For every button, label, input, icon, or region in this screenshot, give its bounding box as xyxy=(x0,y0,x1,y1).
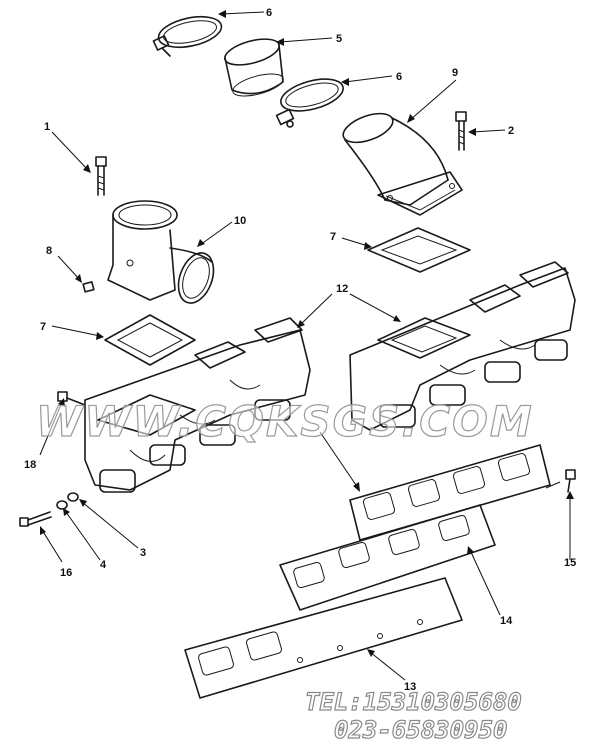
callout-16: 16 xyxy=(60,567,72,579)
callout-1: 1 xyxy=(44,121,50,133)
part-nut xyxy=(67,492,79,502)
part-gasket-strip-upper xyxy=(349,444,551,541)
callout-10: 10 xyxy=(234,215,246,227)
part-bolt-bottom-left xyxy=(19,511,52,527)
part-gasket-plate xyxy=(279,504,496,611)
part-screw-right xyxy=(565,469,576,493)
part-elbow-pipe xyxy=(342,112,463,216)
part-clamp-lower xyxy=(275,78,344,128)
part-clamp-upper xyxy=(152,15,223,57)
callout-6-upper: 6 xyxy=(266,7,272,19)
part-manifold-left xyxy=(84,317,311,493)
part-manifold-right xyxy=(349,261,576,431)
callout-4: 4 xyxy=(100,559,107,571)
callout-7-right: 7 xyxy=(330,231,336,243)
callout-3: 3 xyxy=(140,547,146,559)
watermark-text: WWW.CQKSGS.COM xyxy=(36,397,534,446)
contact-tel: TEL:15310305680 xyxy=(305,688,522,716)
callout-13: 13 xyxy=(404,681,416,693)
part-tee-outlet xyxy=(107,200,215,304)
callout-2: 2 xyxy=(508,125,514,137)
part-gasket-left xyxy=(104,314,196,366)
part-gasket-right xyxy=(367,227,471,273)
part-sleeve xyxy=(224,38,284,97)
callout-12: 12 xyxy=(336,283,348,295)
callout-14: 14 xyxy=(500,615,513,627)
callout-9: 9 xyxy=(452,67,458,79)
leader-lines xyxy=(39,10,574,681)
callout-5: 5 xyxy=(336,33,342,45)
part-bolt-left xyxy=(95,156,107,196)
callout-8: 8 xyxy=(46,245,52,257)
part-washer xyxy=(56,500,68,510)
callout-6-lower: 6 xyxy=(396,71,402,83)
callout-7-left: 7 xyxy=(40,321,46,333)
part-bolt-right xyxy=(455,111,467,151)
callout-labels: 6 5 6 9 2 1 10 8 7 7 12 18 3 4 16 15 14 … xyxy=(24,7,576,693)
contact-phone: 023-65830950 xyxy=(334,716,507,744)
callout-18: 18 xyxy=(24,459,36,471)
part-screw-plug xyxy=(82,281,95,293)
part-gasket-bottom xyxy=(184,577,463,699)
callout-15: 15 xyxy=(564,557,576,569)
